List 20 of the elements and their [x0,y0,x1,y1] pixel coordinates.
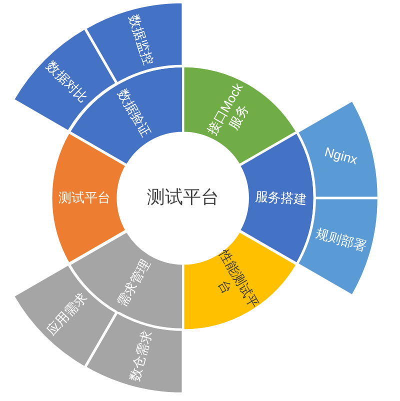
ring-segment [183,230,298,330]
segment-label: 数据监控 [125,12,156,67]
segment-label: 数据对比 [43,58,91,106]
ring-segment [183,66,298,166]
ring-segment [85,2,183,84]
segment-label: 规则部署 [314,226,369,256]
ring-segment [85,312,183,394]
segment-label: Nginx [323,144,360,168]
segment-label: 应用需求 [44,290,90,338]
ring-segment [13,264,117,368]
ring-segment [13,28,117,132]
center-label: 测试平台 [147,187,219,209]
segment-label: 测试平台 [58,190,110,206]
segment-label: 需求管理 [114,256,154,310]
ring-segment [51,132,127,264]
segment-label: 服务搭建 [255,188,308,208]
ring-segment [239,132,315,264]
segment-label: 性能测试平台 [215,246,263,314]
segment-label: 数仓需求 [126,329,155,384]
segment-label: 数据验证 [114,86,154,140]
